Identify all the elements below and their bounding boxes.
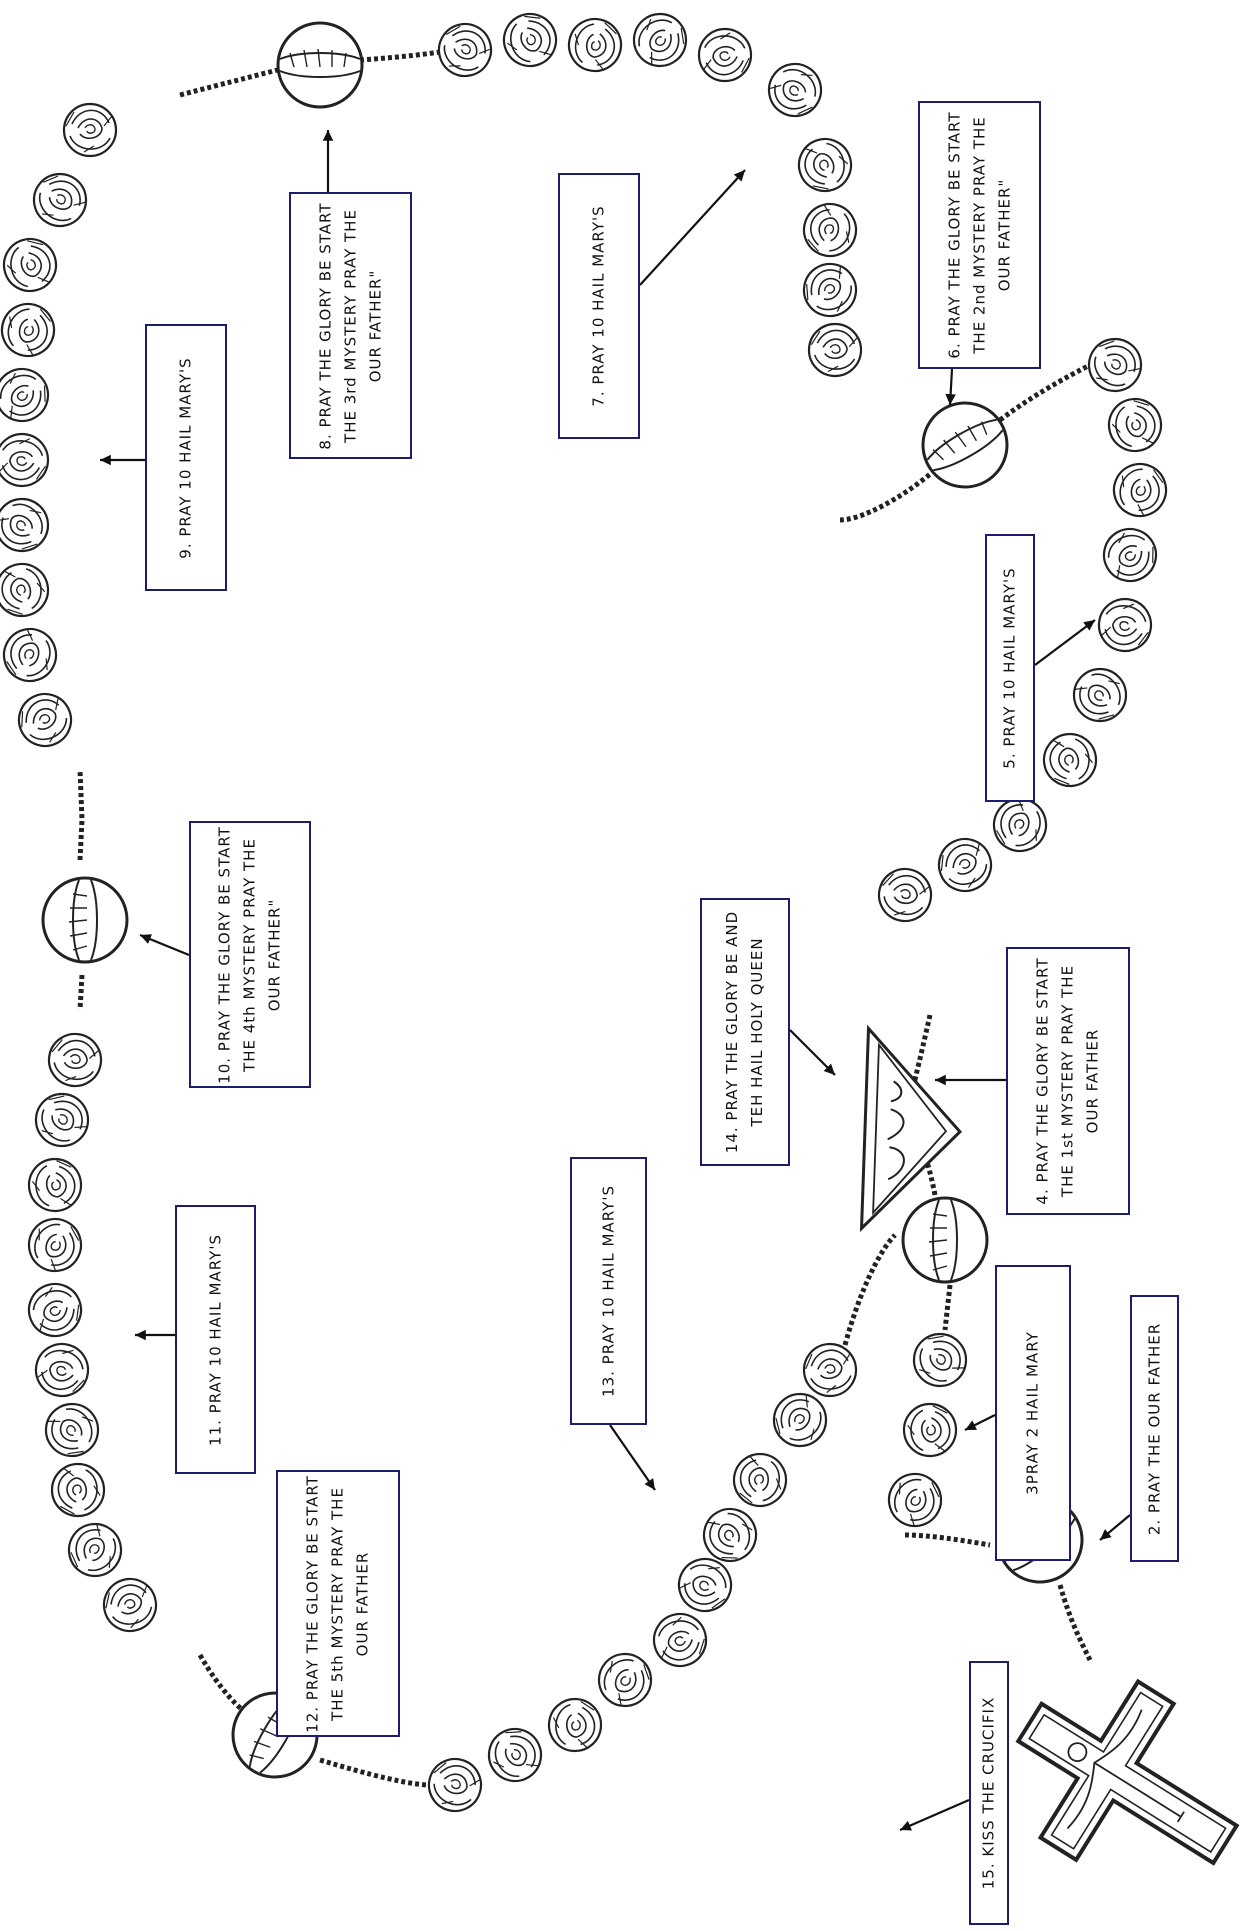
label-step-13: 13. PRAY 10 HAIL MARY'S bbox=[570, 1157, 647, 1425]
label-step-7: 7. PRAY 10 HAIL MARY'S bbox=[558, 173, 640, 439]
label-step-6: 6. PRAY THE GLORY BE START THE 2nd MYSTE… bbox=[918, 101, 1041, 369]
rose-icon bbox=[96, 1571, 164, 1639]
rose-icon bbox=[420, 1750, 490, 1820]
large-bead-icon bbox=[901, 1196, 989, 1284]
crucifix-icon bbox=[1015, 1678, 1240, 1866]
rose-icon bbox=[546, 1696, 604, 1754]
rose-icon bbox=[8, 683, 82, 757]
label-step-15: 15. KISS THE CRUCIFIX bbox=[969, 1661, 1009, 1925]
label-step-8: 8. PRAY THE GLORY BE START THE 3rd MYSTE… bbox=[289, 192, 412, 459]
rose-icon bbox=[806, 321, 864, 379]
rose-icon bbox=[872, 862, 938, 928]
rose-icon bbox=[1104, 454, 1176, 526]
rose-icon bbox=[29, 1337, 95, 1403]
rose-icon bbox=[0, 430, 52, 490]
label-step-11: 11. PRAY 10 HAIL MARY'S bbox=[175, 1205, 256, 1474]
arrowhead-icon bbox=[1083, 620, 1095, 631]
rose-icon bbox=[22, 162, 98, 238]
label-step-10: 10. PRAY THE GLORY BE START THE 4th MYST… bbox=[189, 821, 311, 1088]
rose-icon bbox=[562, 12, 628, 78]
rose-icon bbox=[729, 1449, 791, 1511]
rose-icon bbox=[0, 558, 54, 622]
label-step-5: 5. PRAY 10 HAIL MARY'S bbox=[985, 534, 1035, 802]
rose-icon bbox=[494, 4, 566, 76]
arrowhead-icon bbox=[935, 1074, 946, 1086]
pointer-arrow bbox=[639, 169, 746, 286]
pointer-arrow bbox=[609, 1424, 656, 1491]
rose-icon bbox=[20, 1275, 90, 1345]
arrowhead-icon bbox=[135, 1329, 146, 1341]
arrowhead-icon bbox=[1100, 1529, 1112, 1540]
label-step-2: 2. PRAY THE OUR FATHER bbox=[1130, 1295, 1179, 1562]
label-step-12: 12. PRAY THE GLORY BE START THE 5th MYST… bbox=[276, 1470, 400, 1737]
rose-icon bbox=[877, 1462, 953, 1538]
rose-icon bbox=[62, 102, 118, 158]
rose-icon bbox=[757, 52, 833, 128]
arrowhead-icon bbox=[644, 1478, 655, 1490]
rose-icon bbox=[1077, 327, 1153, 403]
arrowhead-icon bbox=[322, 130, 334, 141]
rose-icon bbox=[18, 1208, 92, 1282]
rose-icon bbox=[648, 1608, 712, 1672]
rose-icon bbox=[43, 1028, 107, 1092]
rose-icon bbox=[929, 829, 1001, 901]
large-bead-icon bbox=[41, 876, 129, 964]
label-step-3: 3PRAY 2 HAIL MARY bbox=[995, 1265, 1071, 1561]
large-bead-icon bbox=[276, 21, 364, 109]
rose-icon bbox=[587, 1642, 663, 1718]
rose-icon bbox=[697, 27, 753, 83]
rose-icon bbox=[57, 1512, 133, 1588]
rose-icon bbox=[799, 1339, 861, 1401]
rose-icon bbox=[25, 1155, 85, 1215]
rose-icon bbox=[477, 1717, 553, 1793]
arrowhead-icon bbox=[900, 1820, 912, 1831]
label-step-9: 9. PRAY 10 HAIL MARY'S bbox=[145, 324, 227, 591]
rose-icon bbox=[795, 195, 865, 265]
rose-icon bbox=[1102, 392, 1168, 458]
rose-icon bbox=[0, 358, 59, 432]
rose-icon bbox=[622, 2, 698, 78]
pointer-arrow bbox=[1034, 619, 1096, 666]
arrowhead-icon bbox=[733, 170, 745, 182]
arrowhead-icon bbox=[100, 454, 111, 466]
arrowhead-icon bbox=[945, 393, 956, 405]
rose-icon bbox=[1094, 594, 1156, 656]
rose-icon bbox=[0, 619, 66, 691]
rose-icon bbox=[0, 295, 63, 365]
rose-icon bbox=[1093, 518, 1167, 592]
rose-icon bbox=[428, 13, 502, 87]
large-bead-icon bbox=[906, 386, 1024, 504]
rose-icon bbox=[901, 1401, 959, 1459]
rose-icon bbox=[791, 131, 859, 199]
rose-icon bbox=[1039, 729, 1101, 791]
arrowhead-icon bbox=[140, 934, 152, 944]
pointer-arrow bbox=[899, 1798, 970, 1832]
centerpiece-medal-icon bbox=[859, 1024, 963, 1233]
rose-icon bbox=[0, 487, 60, 563]
label-step-14: 14. PRAY THE GLORY BE AND TEH HAIL HOLY … bbox=[700, 898, 790, 1166]
rose-icon bbox=[1062, 657, 1138, 733]
arrowhead-icon bbox=[965, 1420, 977, 1430]
rose-icon bbox=[0, 231, 64, 299]
rose-icon bbox=[792, 252, 868, 328]
rose-icon bbox=[34, 1392, 110, 1468]
rose-icon bbox=[24, 1082, 100, 1158]
arrowhead-icon bbox=[823, 1063, 835, 1075]
rose-icon bbox=[902, 1322, 978, 1398]
label-step-4: 4. PRAY THE GLORY BE START THE 1st MYSTE… bbox=[1006, 947, 1130, 1215]
rose-icon bbox=[50, 1462, 106, 1518]
